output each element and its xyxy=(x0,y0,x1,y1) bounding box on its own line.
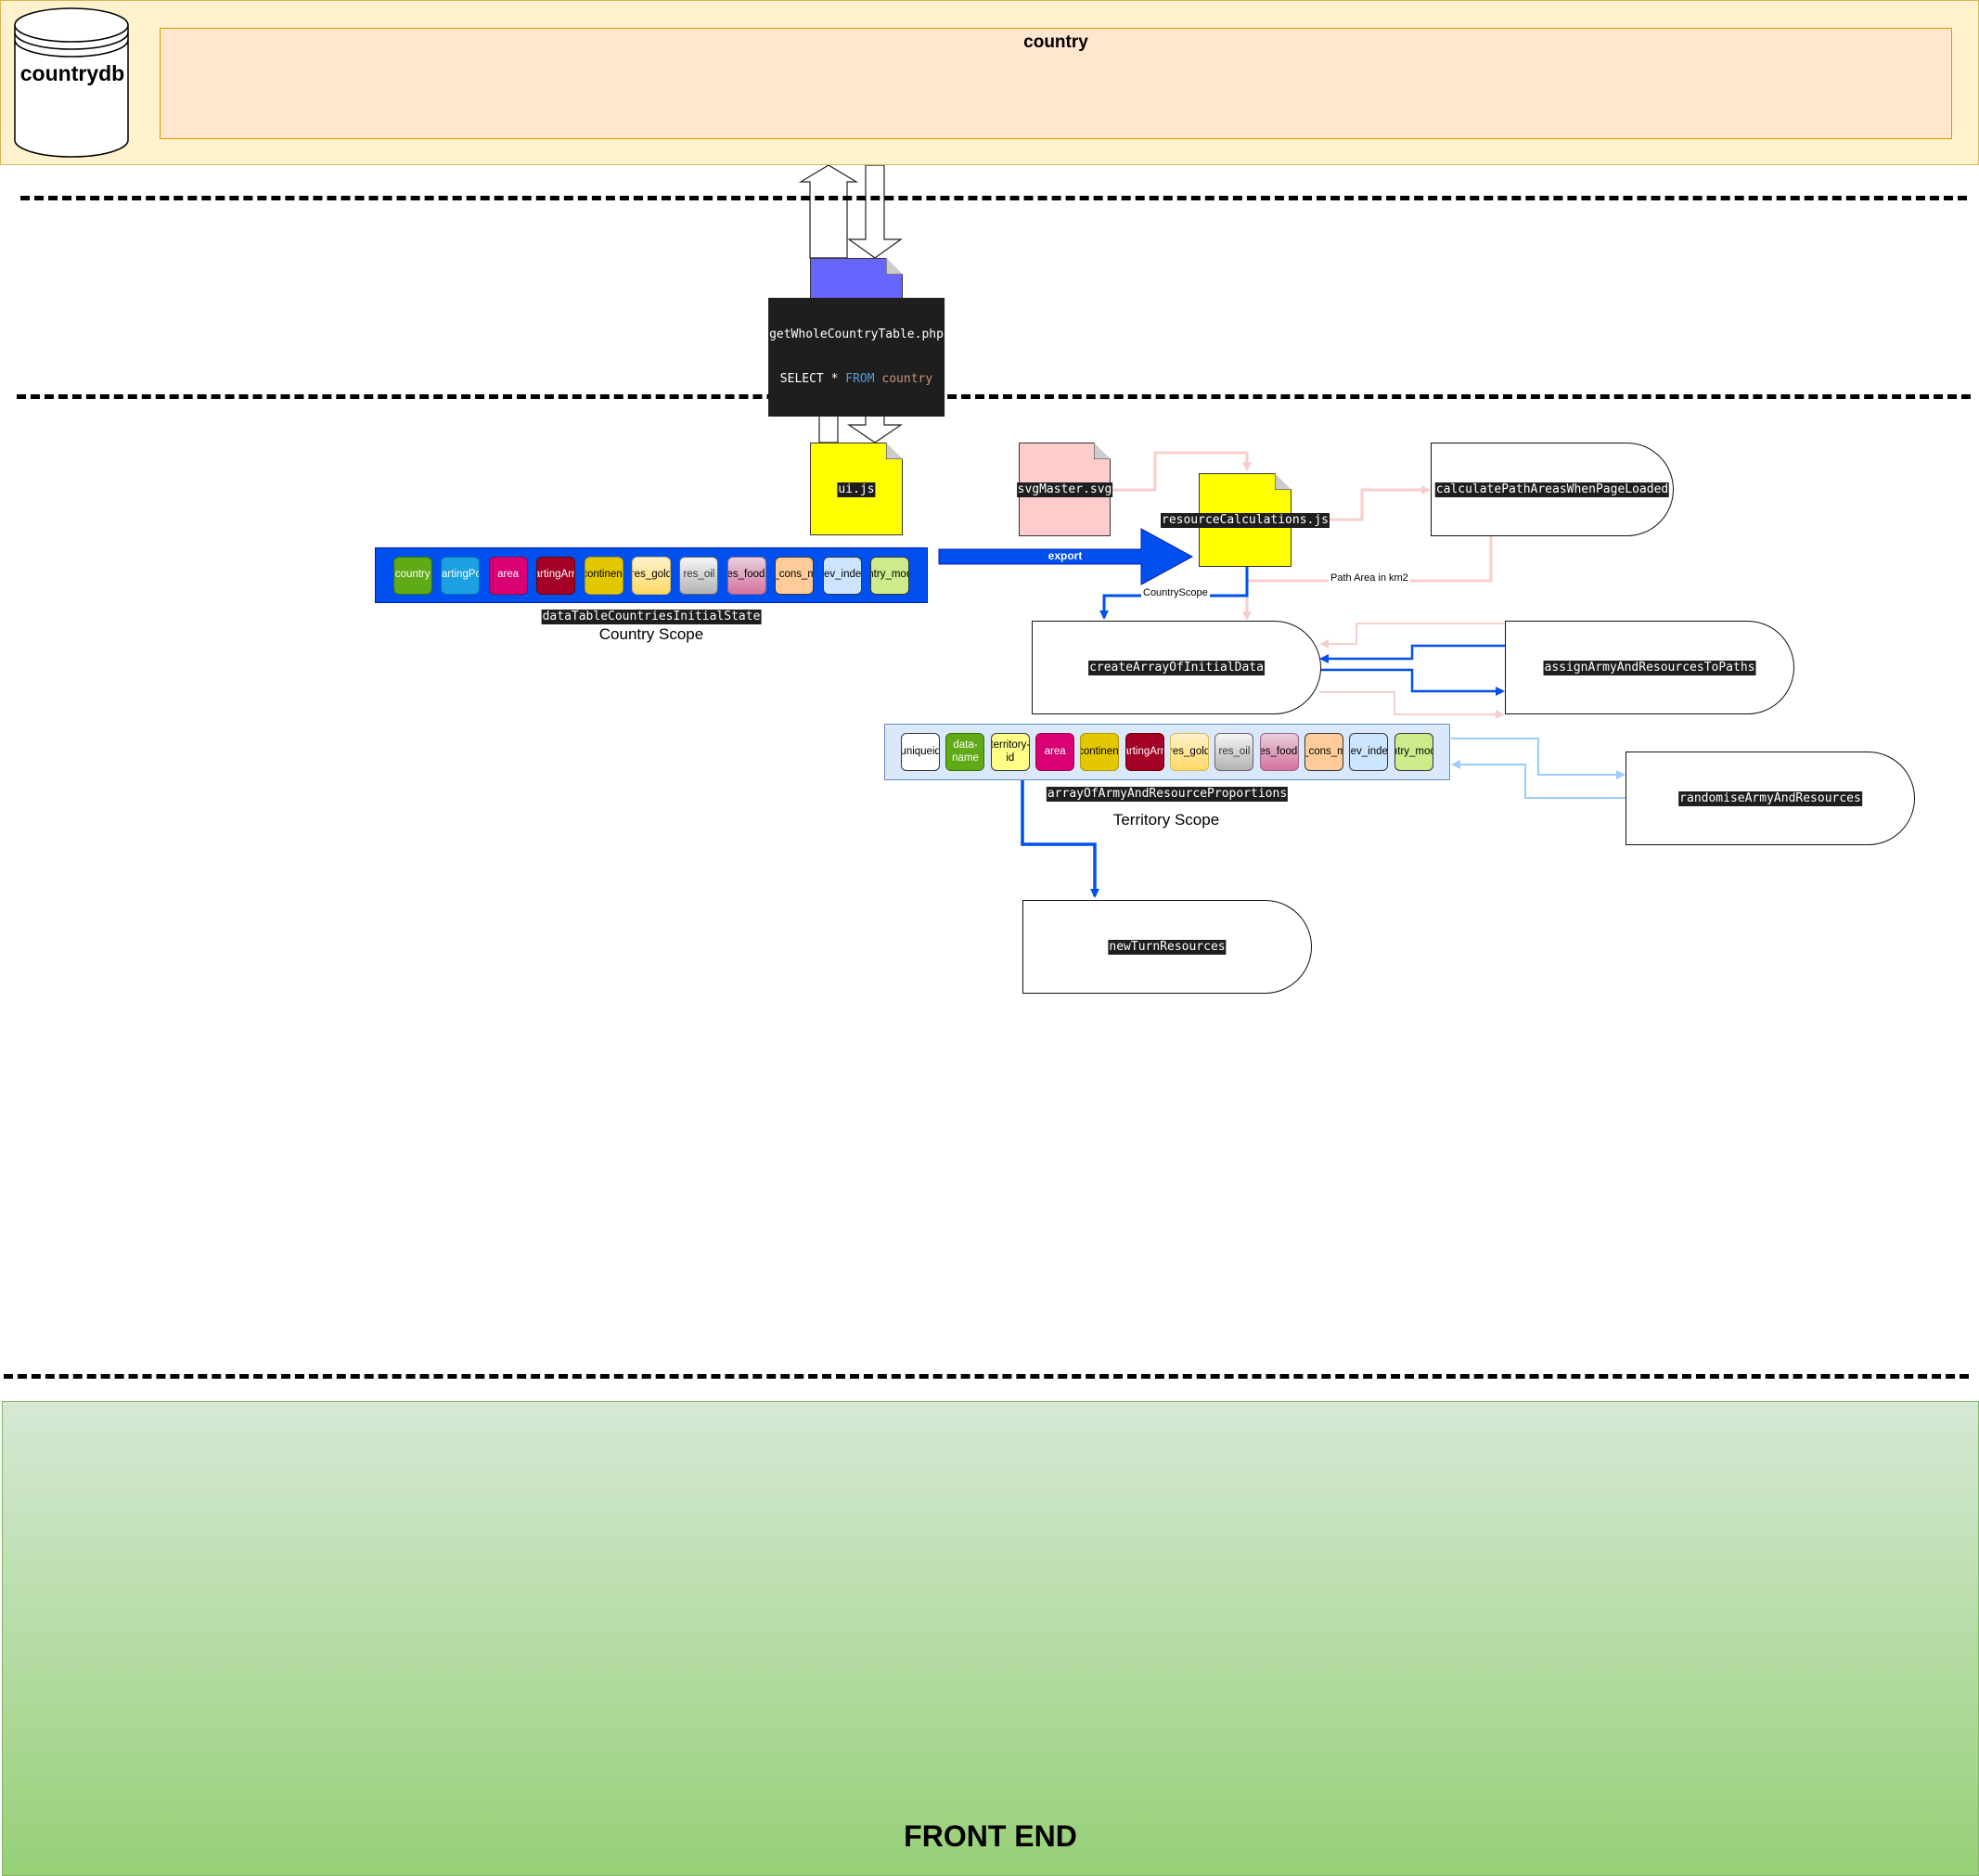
page-fold-icon xyxy=(1275,473,1291,490)
territory-scope-field-uniqueid[interactable]: uniqueid xyxy=(901,733,941,771)
flow-assign-to-create-pink xyxy=(1319,623,1505,649)
path-area-edge-label: Path Area in km2 xyxy=(1329,572,1410,584)
php-query-from: FROM xyxy=(845,372,875,386)
territory-scope-field-territory-id[interactable]: territory-id xyxy=(990,733,1030,771)
country-scope-field-res-cons-mats[interactable]: res_cons_mats xyxy=(775,556,815,595)
create-array-label: createArrayOfInitialData xyxy=(1088,660,1265,675)
flow-territory-to-randomise xyxy=(1451,738,1626,779)
flow-create-to-assign-pink xyxy=(1319,691,1505,719)
flow-randomise-to-territory xyxy=(1451,760,1626,799)
assign-army-function[interactable]: assignArmyAndResourcesToPaths xyxy=(1505,621,1794,714)
country-scope-variable: dataTableCountriesInitialState xyxy=(541,610,762,624)
country-scope-variable-wrap: dataTableCountriesInitialState xyxy=(541,610,762,626)
country-scope-field-country[interactable]: country xyxy=(392,556,432,595)
php-file-name: getWholeCountryTable.php xyxy=(769,328,944,341)
country-scope-field-startingarmy[interactable]: startingArmy xyxy=(536,556,576,595)
arrow-db-to-php xyxy=(847,164,903,259)
flow-svg-to-resource xyxy=(1111,451,1252,492)
flow-create-to-assign xyxy=(1319,668,1505,696)
assign-army-label: assignArmyAndResourcesToPaths xyxy=(1543,660,1756,675)
separator-backend-js xyxy=(17,394,1971,399)
new-turn-resources-function[interactable]: newTurnResources xyxy=(1022,900,1312,994)
php-query-select: SELECT xyxy=(779,372,824,386)
territory-scope-variable-wrap: arrayOfArmyAndResourceProportions xyxy=(1046,787,1289,803)
country-table: country xyxy=(160,28,1952,139)
territory-scope-field-startingarmy[interactable]: startingArmy xyxy=(1124,733,1164,771)
country-scope-field-startingpop[interactable]: startingPop xyxy=(441,556,481,595)
territory-scope-field-data-name[interactable]: data-name xyxy=(945,733,985,771)
separator-db-backend xyxy=(20,196,1967,200)
database-cylinder-icon xyxy=(14,7,129,158)
separator-front-end xyxy=(4,1374,1969,1379)
territory-scope-field-res-cons-mats[interactable]: res_cons_mats xyxy=(1304,733,1344,771)
country-scope-field-dev-index[interactable]: dev_index xyxy=(822,556,862,595)
php-file-label: getWholeCountryTable.php SELECT * FROM c… xyxy=(768,298,945,417)
territory-scope-band: uniqueiddata-nameterritory-idareacontine… xyxy=(884,724,1450,780)
territory-scope-field-dev-index[interactable]: dev_index xyxy=(1349,733,1389,771)
territory-scope-field-res-gold[interactable]: res_gold xyxy=(1170,733,1210,771)
country-table-title: country xyxy=(1023,32,1088,52)
country-scope-field-res-oil[interactable]: res_oil xyxy=(679,556,719,595)
ui-js-label: ui.js xyxy=(837,482,876,497)
country-scope-field-country-modifier[interactable]: country_modifier xyxy=(870,556,910,595)
territory-scope-field-continent[interactable]: continent xyxy=(1080,733,1120,771)
new-turn-resources-label: newTurnResources xyxy=(1108,939,1227,955)
flow-assign-to-create xyxy=(1319,644,1505,663)
randomise-label: randomiseArmyAndResources xyxy=(1678,790,1862,806)
resource-calculations-label: resourceCalculations.js xyxy=(1160,513,1330,528)
database-name: countrydb xyxy=(19,61,125,85)
php-query-star: * xyxy=(830,372,839,386)
front-end-region: FRONT END xyxy=(2,1401,1979,1876)
flow-territory-to-newturn xyxy=(1021,780,1099,898)
randomise-function[interactable]: randomiseArmyAndResources xyxy=(1626,752,1915,845)
page-fold-icon xyxy=(886,258,903,275)
country-scope-band: countrystartingPopareastartingArmycontin… xyxy=(375,547,928,603)
territory-scope-field-res-oil[interactable]: res_oil xyxy=(1214,733,1254,771)
country-scope-field-res-gold[interactable]: res_gold xyxy=(631,556,671,595)
php-file[interactable]: getWholeCountryTable.php SELECT * FROM c… xyxy=(768,258,945,417)
country-scope-caption: Country Scope xyxy=(598,625,704,643)
territory-scope-caption: Territory Scope xyxy=(1112,811,1220,829)
php-query-table: country xyxy=(881,372,933,386)
resource-calculations-file[interactable]: resourceCalculations.js xyxy=(1160,473,1330,567)
front-end-title: FRONT END xyxy=(904,1819,1077,1853)
territory-scope-field-area[interactable]: area xyxy=(1035,733,1075,771)
country-scope-edge-label: CountryScope xyxy=(1141,587,1210,598)
svg-master-file[interactable]: svgMaster.svg xyxy=(1016,443,1113,536)
calculate-path-areas-label: calculatePathAreasWhenPageLoaded xyxy=(1434,482,1670,497)
country-scope-field-area[interactable]: area xyxy=(488,556,528,595)
calculate-path-areas-function[interactable]: calculatePathAreasWhenPageLoaded xyxy=(1431,443,1674,536)
svg-master-label: svgMaster.svg xyxy=(1016,482,1113,497)
php-query: SELECT * FROM country xyxy=(769,372,944,387)
export-edge-label: export xyxy=(1047,549,1083,562)
territory-scope-field-country-modifier[interactable]: country_modifier xyxy=(1394,733,1433,771)
country-scope-field-continent[interactable]: continent xyxy=(584,556,623,595)
arrow-php-to-db xyxy=(798,164,859,259)
export-arrow xyxy=(938,528,1194,585)
create-array-function[interactable]: createArrayOfInitialData xyxy=(1032,621,1321,714)
page-fold-icon xyxy=(886,443,903,459)
ui-js-file[interactable]: ui.js xyxy=(810,443,903,535)
territory-scope-field-res-foods[interactable]: res_foods xyxy=(1259,733,1299,771)
territory-scope-variable: arrayOfArmyAndResourceProportions xyxy=(1046,787,1289,802)
page-fold-icon xyxy=(1094,443,1111,459)
country-scope-field-res-foods[interactable]: res_foods xyxy=(726,556,766,595)
